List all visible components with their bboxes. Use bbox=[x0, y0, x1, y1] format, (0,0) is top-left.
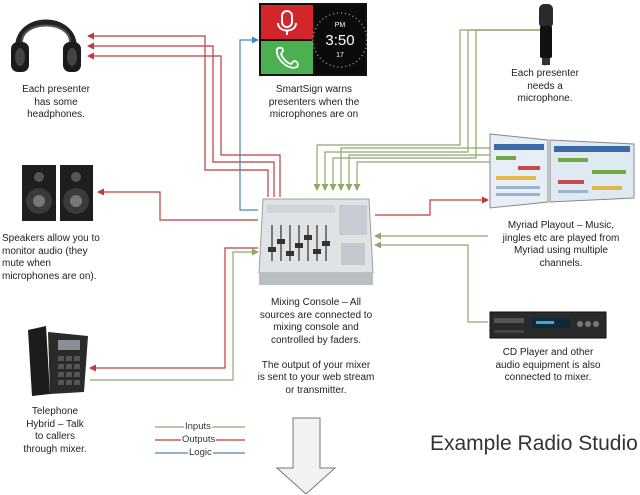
clock-time: 3:50 bbox=[325, 32, 354, 49]
studio-microphone-icon bbox=[539, 4, 553, 65]
legend-outputs: Outputs bbox=[181, 434, 217, 445]
legend-inputs: Inputs bbox=[184, 421, 212, 432]
monitor-speakers-icon bbox=[22, 165, 93, 221]
myriad-caption: Myriad Playout – Music,jingles etc are p… bbox=[502, 220, 620, 269]
telephone-icon bbox=[28, 326, 88, 396]
legend-logic: Logic bbox=[188, 447, 213, 458]
diagram-title: Example Radio Studio bbox=[430, 432, 638, 455]
cd-player-icon bbox=[489, 311, 607, 339]
headphones-icon bbox=[11, 19, 81, 72]
playout-screens-icon bbox=[489, 133, 635, 209]
clock-day: 17 bbox=[336, 52, 344, 59]
clock-period: PM bbox=[335, 22, 346, 29]
mixing-console-icon bbox=[258, 198, 374, 285]
smartsign-display: PM 3:50 17 bbox=[259, 3, 367, 76]
down-arrow-icon bbox=[275, 417, 337, 495]
